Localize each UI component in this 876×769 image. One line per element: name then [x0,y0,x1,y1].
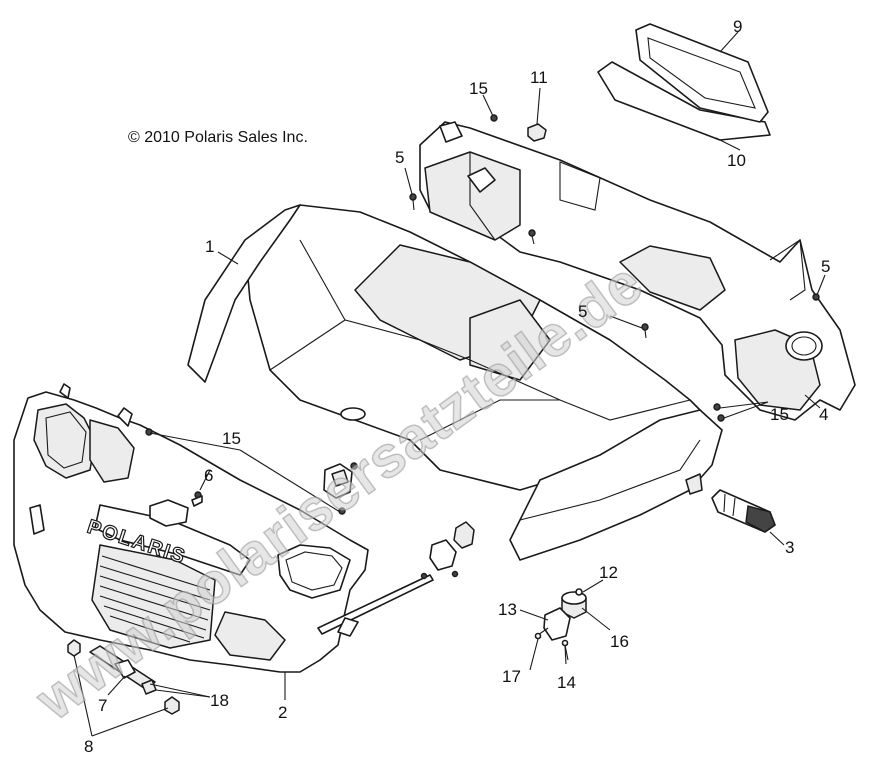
callout-18: 18 [210,691,229,710]
callout-5-right: 5 [821,257,830,276]
callout-4: 4 [819,405,828,424]
callout-12: 12 [599,563,618,582]
part-8-nut-right [164,696,180,715]
callout-3: 3 [785,538,794,557]
callout-13: 13 [498,600,517,619]
part-10-lens-gasket [597,61,771,141]
part-8-nut-left [67,639,81,657]
part-7-tow-bar [89,645,156,691]
part-13-mount-bracket [543,607,571,641]
small-fasteners [145,114,820,580]
part-4-dash-pod [419,121,856,421]
part-1-hood [187,204,723,561]
callout-11: 11 [530,68,548,87]
callout-17: 17 [502,667,521,686]
copyright-notice: © 2010 Polaris Sales Inc. [128,129,308,146]
part-16-bumper-grommet [561,591,587,619]
part-2-front-fascia: POLARIS [13,383,369,673]
callout-labels: 1 2 3 4 5 5 5 6 7 8 9 10 11 12 13 14 15 … [84,17,830,756]
leader-lines [73,31,826,737]
callout-6: 6 [204,466,213,485]
callout-14: 14 [557,673,576,692]
callout-1: 1 [205,237,214,256]
grille-slats [99,555,211,643]
part-12-washer [575,588,583,596]
callout-15-top: 15 [469,79,488,98]
callout-10: 10 [727,151,746,170]
hood-mount-bracket-center [323,463,475,571]
callout-5-middle: 5 [578,302,587,321]
hood-prop-rod [317,574,434,637]
callout-15-right: 15 [770,405,789,424]
callout-7: 7 [98,696,107,715]
callout-2: 2 [278,703,287,722]
callout-8: 8 [84,737,93,756]
callout-5-top: 5 [395,148,404,167]
callout-15-middle: 15 [222,429,241,448]
part-9-headlight-bezel [635,23,769,123]
callout-16: 16 [610,632,629,651]
part-3-hood-latch [711,489,776,533]
callout-9: 9 [733,17,742,36]
part-17-screw [534,627,549,640]
